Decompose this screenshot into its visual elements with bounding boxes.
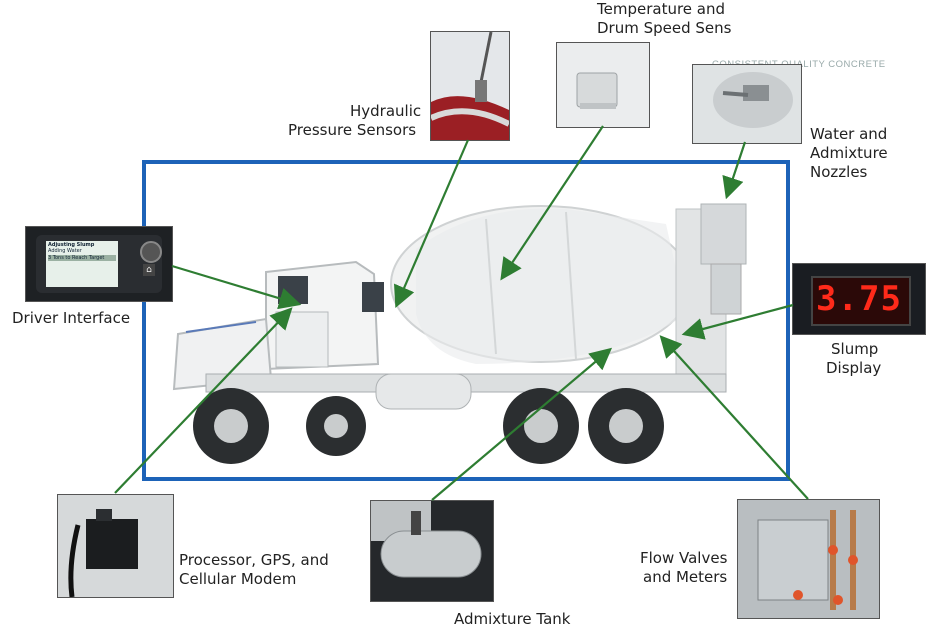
- truck-photo-frame: [142, 160, 790, 481]
- arrow-nozzles: [722, 141, 747, 200]
- flow-valves-photo: [737, 499, 880, 619]
- arrow-flow-valves: [659, 335, 809, 500]
- temperature-sensor-photo: [556, 42, 650, 128]
- driver-screen: Adjusting Slump Adding Water 3 Tons to R…: [46, 241, 118, 287]
- label-water-1: Water and: [810, 125, 888, 143]
- driver-screen-title: Adjusting Slump: [48, 242, 95, 248]
- label-hydraulic-2: Pressure Sensors: [288, 121, 417, 139]
- arrow-temperature: [500, 125, 604, 281]
- processor-photo: [57, 494, 174, 598]
- label-slump-2: Display: [826, 359, 882, 377]
- driver-interface-photo: Adjusting Slump Adding Water 3 Tons to R…: [25, 226, 173, 302]
- label-temperature-2: Drum Speed Sens: [597, 19, 732, 37]
- label-admixture-tank: Admixture Tank: [454, 610, 571, 628]
- label-water-3: Nozzles: [810, 163, 868, 181]
- hydraulic-sensor-photo: [430, 31, 510, 141]
- driver-screen-row2: 3 Tons to Reach Target: [48, 255, 116, 261]
- label-flow-1: Flow Valves: [640, 549, 728, 567]
- label-hydraulic-1: Hydraulic: [350, 102, 422, 120]
- label-flow-2: and Meters: [643, 568, 728, 586]
- driver-screen-row1: Adding Water: [48, 248, 82, 254]
- arrow-slump: [681, 303, 794, 340]
- label-processor-1: Processor, GPS, and: [179, 551, 329, 569]
- nozzles-photo: [692, 64, 802, 144]
- arrow-admixture: [431, 347, 613, 501]
- label-driver: Driver Interface: [12, 309, 131, 327]
- admixture-tank-photo: [370, 500, 494, 602]
- arrow-hydraulic: [394, 139, 470, 309]
- label-slump-1: Slump: [831, 340, 879, 358]
- arrow-driver: [171, 264, 302, 310]
- label-processor-2: Cellular Modem: [179, 570, 297, 588]
- label-water-2: Admixture: [810, 144, 888, 162]
- dial-knob-icon: [140, 241, 162, 263]
- slump-value: 3.75: [816, 279, 902, 319]
- label-temperature-1: Temperature and: [597, 0, 726, 18]
- arrow-processor: [114, 307, 293, 494]
- slump-display-photo: 3.75: [792, 263, 926, 335]
- concrete-mixer-truck-illustration: [172, 203, 747, 464]
- home-icon: ⌂: [143, 264, 155, 276]
